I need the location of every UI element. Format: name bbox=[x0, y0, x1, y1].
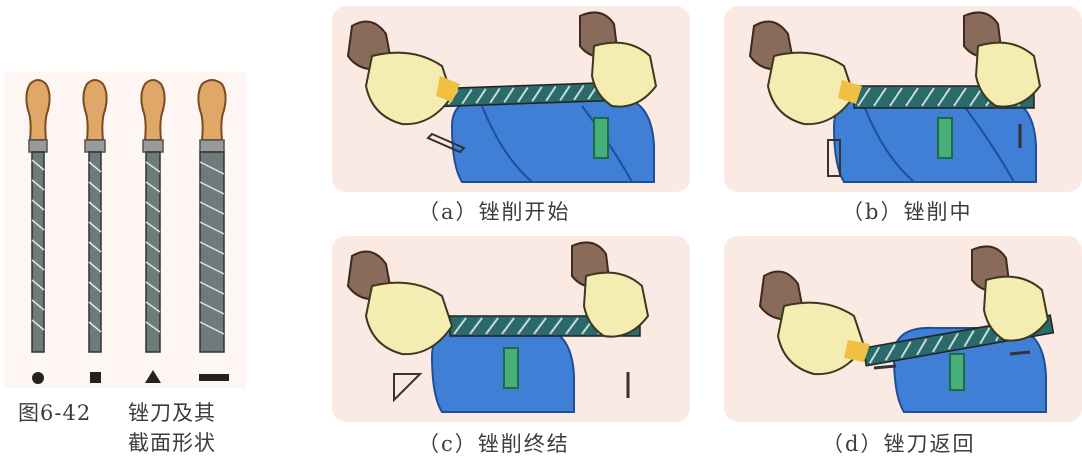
panel-d-caption: （d）锉刀返回 bbox=[822, 432, 976, 456]
panel-a-caption: （a）锉削开始 bbox=[418, 200, 571, 224]
vise-icon bbox=[832, 96, 1037, 183]
left-hand-icon bbox=[758, 270, 870, 376]
motion-indicator bbox=[873, 350, 1031, 370]
panel-c-illustration bbox=[332, 236, 690, 422]
files-illustration bbox=[4, 72, 246, 388]
right-hand-icon bbox=[571, 241, 650, 338]
right-hand-icon bbox=[971, 245, 1050, 342]
figure-number-text: 图6-42 bbox=[18, 401, 92, 425]
panel-b-illustration bbox=[724, 6, 1082, 192]
vise-icon bbox=[450, 96, 655, 183]
panel-d-illustration bbox=[724, 236, 1082, 422]
left-hand-icon bbox=[748, 20, 862, 126]
triangle-section bbox=[145, 370, 161, 383]
panel-c-caption: （c）锉削终结 bbox=[418, 432, 570, 456]
panel-a-illustration bbox=[332, 6, 690, 192]
workpiece bbox=[949, 353, 965, 391]
figure-caption: 锉刀及其 截面形状 bbox=[128, 398, 216, 458]
left-hand-icon bbox=[346, 250, 454, 356]
right-hand-icon bbox=[963, 11, 1042, 108]
motion-indicator bbox=[393, 372, 630, 403]
right-hand-icon bbox=[579, 11, 658, 108]
panel-b-caption: （b）锉削中 bbox=[842, 200, 973, 224]
motion-indicator bbox=[426, 132, 466, 154]
flat-section bbox=[199, 374, 229, 381]
motion-indicator bbox=[827, 124, 1022, 177]
square-file bbox=[82, 79, 108, 353]
figure-number: 图6-42 bbox=[18, 398, 91, 428]
flat-file bbox=[197, 79, 227, 353]
workpiece bbox=[593, 117, 609, 159]
square-section bbox=[90, 372, 101, 383]
workpiece bbox=[503, 347, 519, 389]
figure-caption-line2: 截面形状 bbox=[128, 431, 216, 455]
triangle-file bbox=[140, 79, 166, 353]
workpiece bbox=[937, 117, 953, 159]
round-file bbox=[25, 79, 51, 353]
left-hand-icon bbox=[346, 20, 460, 126]
circle-section bbox=[32, 372, 44, 384]
figure-caption-line1: 锉刀及其 bbox=[128, 401, 216, 425]
